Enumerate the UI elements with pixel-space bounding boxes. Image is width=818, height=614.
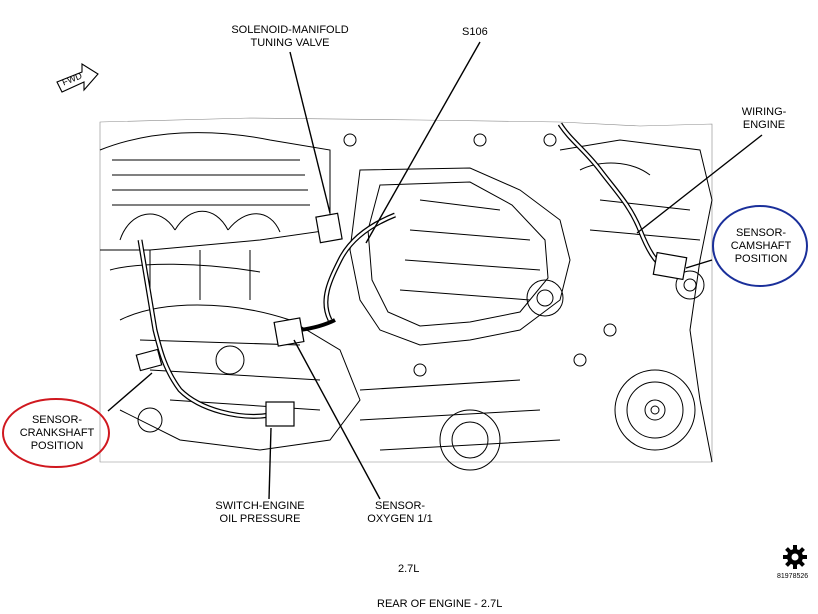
crankshaft-highlight-circle xyxy=(2,398,110,468)
camshaft-highlight-circle xyxy=(712,205,808,287)
wiring-engine-line2: ENGINE xyxy=(742,119,786,131)
camshaft-sensor-label: SENSOR- CAMSHAFT POSITION xyxy=(726,227,796,266)
crankshaft-sensor-line3: POSITION xyxy=(30,440,84,452)
solenoid-label-line2: TUNING VALVE xyxy=(250,37,330,49)
camshaft-sensor-line1: SENSOR- xyxy=(735,227,787,239)
oxygen-sensor-line2: OXYGEN 1/1 xyxy=(367,513,433,525)
wiring-engine-label: WIRING- ENGINE xyxy=(736,106,792,132)
engine-size-label: 2.7L xyxy=(398,563,420,575)
oil-pressure-switch-label: SWITCH-ENGINE OIL PRESSURE xyxy=(205,500,315,526)
gear-icon xyxy=(783,545,807,569)
solenoid-label-line1: SOLENOID-MANIFOLD xyxy=(231,24,349,36)
camshaft-sensor-line2: CAMSHAFT xyxy=(730,240,792,252)
oxygen-sensor-label: SENSOR- OXYGEN 1/1 xyxy=(360,500,440,526)
wiring-harness xyxy=(137,122,667,419)
oil-pressure-switch-line2: OIL PRESSURE xyxy=(219,513,301,525)
figure-caption: REAR OF ENGINE - 2.7L xyxy=(377,598,503,610)
solenoid-connector xyxy=(315,212,343,244)
oil-pressure-connector xyxy=(265,401,295,427)
camshaft-connector xyxy=(652,251,688,281)
camshaft-sensor-line3: POSITION xyxy=(734,253,788,265)
solenoid-label: SOLENOID-MANIFOLD TUNING VALVE xyxy=(220,24,360,50)
crankshaft-sensor-label: SENSOR- CRANKSHAFT POSITION xyxy=(12,414,102,453)
crankshaft-connector xyxy=(135,348,163,372)
crankshaft-sensor-line2: CRANKSHAFT xyxy=(19,427,95,439)
oxygen-connector xyxy=(273,317,305,347)
connectors xyxy=(135,212,688,427)
wiring-engine-line1: WIRING- xyxy=(741,106,787,118)
crankshaft-sensor-line1: SENSOR- xyxy=(31,414,83,426)
s106-label: S106 xyxy=(462,26,488,38)
oil-pressure-switch-line1: SWITCH-ENGINE xyxy=(215,500,305,512)
engine-illustration xyxy=(99,117,713,471)
figure-number: 81978526 xyxy=(777,573,809,580)
leader-lines xyxy=(107,41,763,500)
oxygen-sensor-line1: SENSOR- xyxy=(374,500,426,512)
fwd-arrow-icon xyxy=(56,63,99,93)
